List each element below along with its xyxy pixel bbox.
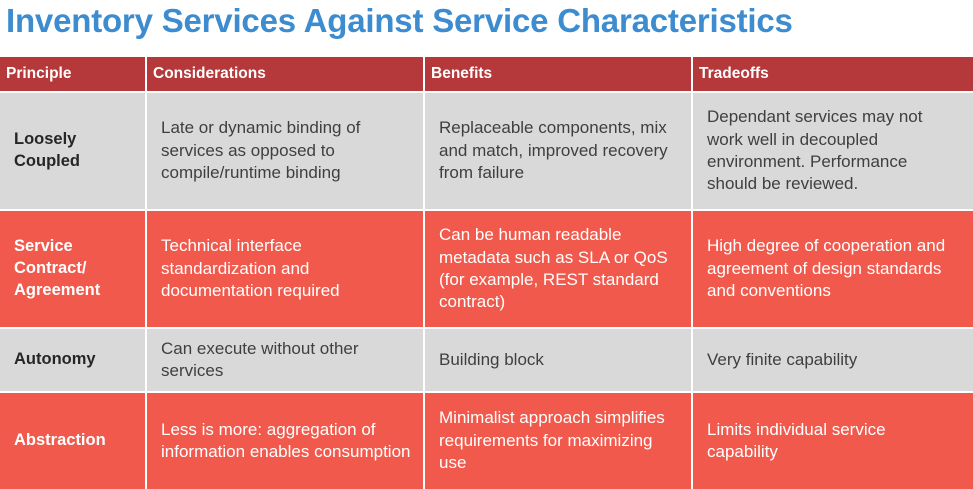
cell-principle: Abstraction	[0, 393, 145, 489]
table-header-row: Principle Considerations Benefits Tradeo…	[0, 57, 973, 91]
cell-benefits: Building block	[425, 329, 691, 391]
cell-tradeoffs: Very finite capability	[693, 329, 973, 391]
page-title: Inventory Services Against Service Chara…	[6, 2, 793, 39]
cell-principle: Loosely Coupled	[0, 93, 145, 209]
column-header-benefits: Benefits	[425, 57, 691, 91]
cell-tradeoffs: Dependant services may not work well in …	[693, 93, 973, 209]
column-header-tradeoffs-label: Tradeoffs	[699, 65, 769, 82]
column-header-considerations-label: Considerations	[153, 65, 266, 82]
cell-benefits-text: Minimalist approach simplifies requireme…	[439, 408, 665, 473]
cell-considerations: Technical interface standardization and …	[147, 211, 423, 327]
cell-tradeoffs-text: High degree of cooperation and agreement…	[707, 236, 946, 301]
table-row: Loosely Coupled Late or dynamic binding …	[0, 93, 973, 209]
cell-considerations: Less is more: aggregation of information…	[147, 393, 423, 489]
cell-benefits: Replaceable components, mix and match, i…	[425, 93, 691, 209]
column-header-principle-label: Principle	[6, 65, 72, 82]
cell-principle-text: Loosely Coupled	[14, 130, 80, 170]
cell-principle-text: Abstraction	[14, 431, 106, 450]
column-header-considerations: Considerations	[147, 57, 423, 91]
cell-principle: Autonomy	[0, 329, 145, 391]
characteristics-table: Principle Considerations Benefits Tradeo…	[0, 57, 973, 489]
cell-tradeoffs: High degree of cooperation and agreement…	[693, 211, 973, 327]
table-row: Service Contract/ Agreement Technical in…	[0, 211, 973, 327]
cell-considerations: Late or dynamic binding of services as o…	[147, 93, 423, 209]
cell-principle-text: Autonomy	[14, 350, 96, 369]
cell-benefits-text: Replaceable components, mix and match, i…	[439, 118, 668, 183]
cell-tradeoffs-text: Dependant services may not work well in …	[707, 107, 923, 194]
cell-tradeoffs-text: Very finite capability	[707, 349, 858, 369]
cell-considerations-text: Can execute without other services	[161, 338, 359, 380]
cell-tradeoffs-text: Limits individual service capability	[707, 419, 886, 461]
cell-considerations: Can execute without other services	[147, 329, 423, 391]
column-header-tradeoffs: Tradeoffs	[693, 57, 973, 91]
cell-benefits-text: Building block	[439, 349, 544, 369]
cell-considerations-text: Late or dynamic binding of services as o…	[161, 118, 361, 183]
cell-considerations-text: Technical interface standardization and …	[161, 236, 340, 301]
cell-tradeoffs: Limits individual service capability	[693, 393, 973, 489]
cell-benefits: Minimalist approach simplifies requireme…	[425, 393, 691, 489]
cell-principle-text: Service Contract/ Agreement	[14, 237, 101, 299]
cell-principle: Service Contract/ Agreement	[0, 211, 145, 327]
table-row: Autonomy Can execute without other servi…	[0, 329, 973, 391]
table-row: Abstraction Less is more: aggregation of…	[0, 393, 973, 489]
cell-benefits: Can be human readable metadata such as S…	[425, 211, 691, 327]
column-header-principle: Principle	[0, 57, 145, 91]
column-header-benefits-label: Benefits	[431, 65, 493, 82]
cell-considerations-text: Less is more: aggregation of information…	[161, 419, 411, 461]
cell-benefits-text: Can be human readable metadata such as S…	[439, 225, 668, 312]
